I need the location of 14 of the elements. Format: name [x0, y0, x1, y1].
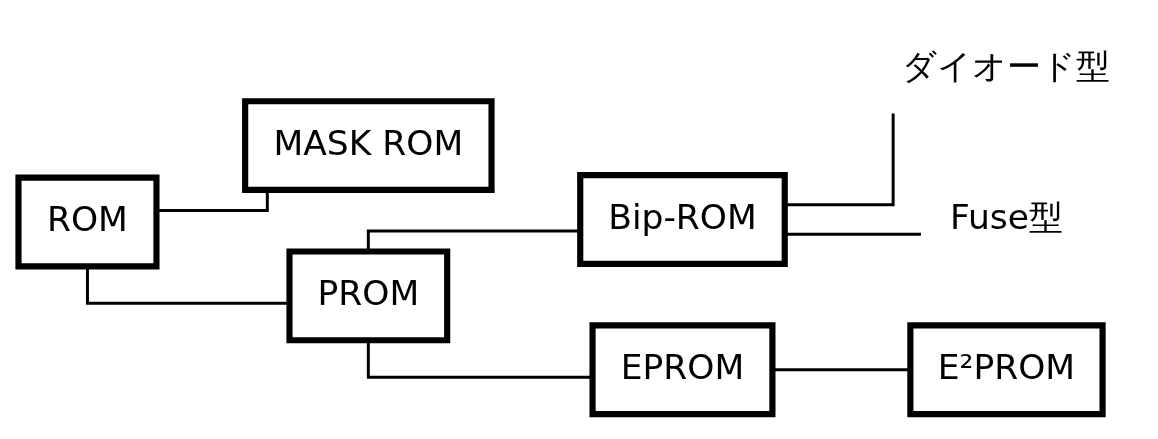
node-box: MASK ROM	[242, 98, 495, 193]
connector	[366, 229, 580, 252]
connector	[85, 266, 290, 305]
node-box: PROM	[286, 248, 451, 344]
node-box: Bip-ROM	[577, 172, 788, 267]
node-box: E²PROM	[907, 322, 1106, 418]
node-text: ダイオード型	[902, 46, 1111, 87]
connector	[785, 113, 895, 207]
node-text: Fuse型	[949, 196, 1063, 237]
connector	[366, 340, 593, 379]
connector	[785, 232, 921, 236]
connector	[772, 368, 910, 372]
node-box: EPROM	[589, 322, 776, 418]
node-box: ROM	[15, 174, 160, 270]
